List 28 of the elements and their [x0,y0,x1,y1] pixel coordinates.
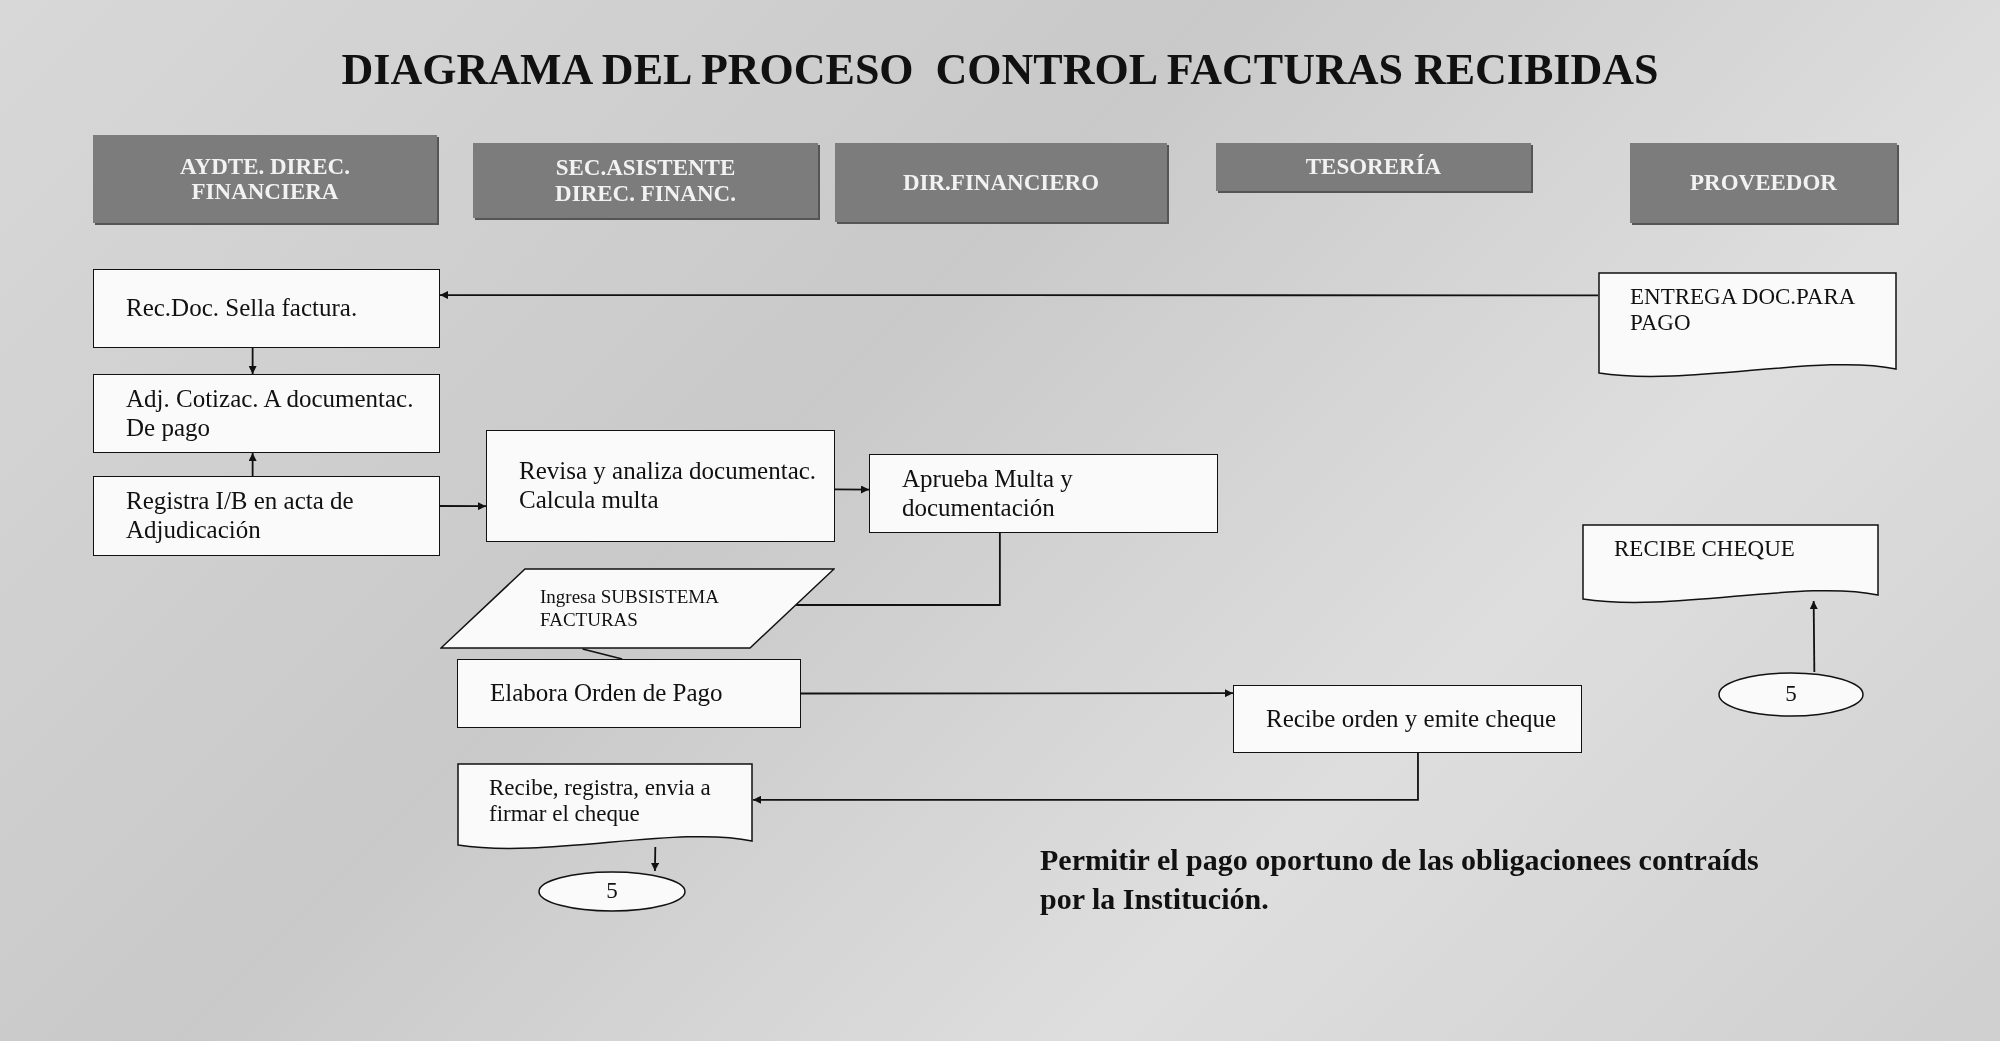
arrow [1809,600,1818,673]
connector-oval: 5 [1718,672,1864,717]
process-box: Adj. Cotizac. A documentac. De pago [93,374,440,453]
diagram-title: DIAGRAMA DEL PROCESO CONTROL FACTURAS RECIBIDAS [340,48,1660,92]
process-box: Recibe orden y emite cheque [1233,685,1582,753]
arrow [248,452,257,477]
arrow [834,485,870,494]
process-box: Rec.Doc. Sella factura. [93,269,440,348]
arrow [248,347,257,375]
process-box: Aprueba Multa y documentación [869,454,1218,533]
process-box: Registra I/B en acta de Adjudicación [93,476,440,556]
arrow [439,502,487,511]
objective-note: Permitir el pago oportuno de las obligacionees contraíds por la Institución. [1040,842,1760,917]
lane-header: SEC.ASISTENTE DIREC. FINANC. [473,143,818,218]
arrow [651,846,660,872]
lane-header: PROVEEDOR [1630,143,1897,223]
arrow [800,689,1234,698]
connector-line [795,532,1001,606]
lane-header: DIR.FINANCIERO [835,143,1167,222]
connector-line [581,648,623,660]
arrow [752,752,1419,804]
process-box: Revisa y analiza documentac. Calcula multa [486,430,835,542]
lane-header: TESORERÍA [1216,143,1531,191]
input-parallelogram: Ingresa SUBSISTEMA FACTURAS [440,568,835,649]
lane-header: AYDTE. DIREC. FINANCIERA [93,135,437,223]
arrow [439,291,1599,300]
process-box: Elabora Orden de Pago [457,659,801,728]
connector-oval: 5 [538,871,686,912]
